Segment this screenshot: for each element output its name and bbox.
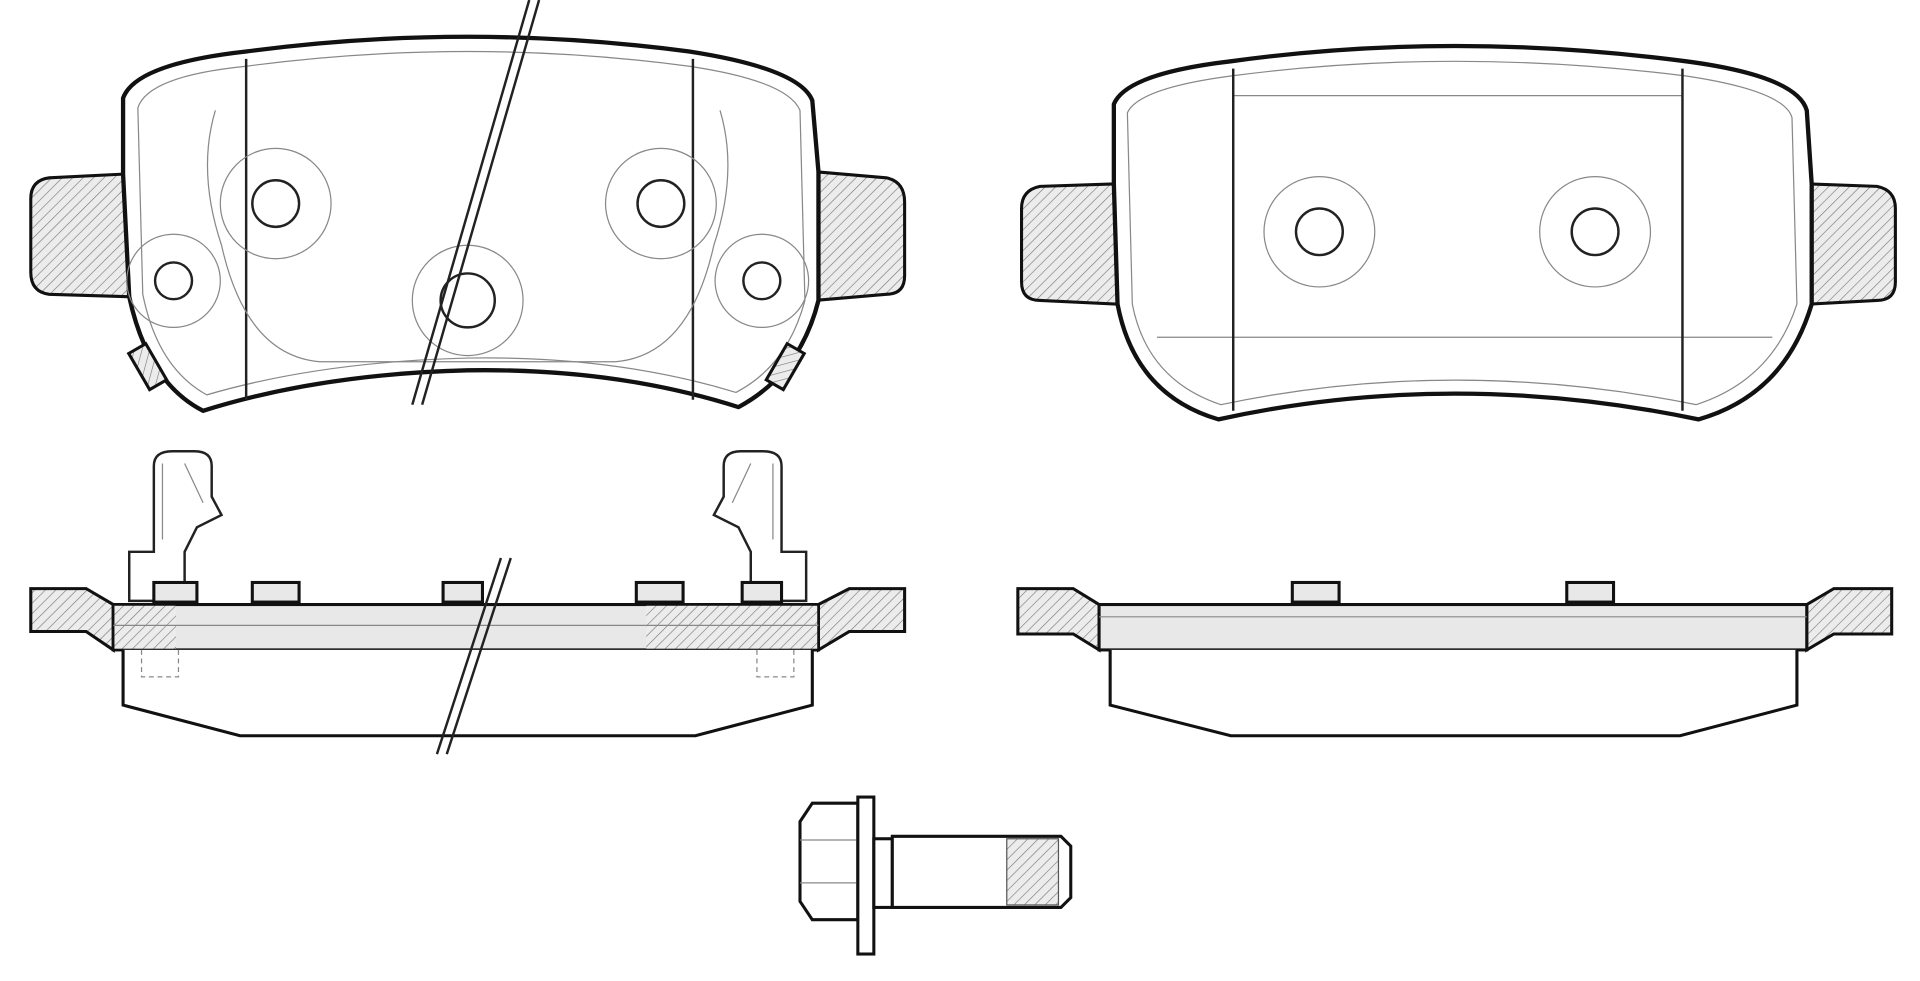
hole xyxy=(219,147,332,260)
bolt-shank xyxy=(872,837,894,909)
clip xyxy=(712,450,808,603)
tab xyxy=(250,580,301,604)
left-pad-ear-left xyxy=(29,172,131,299)
right-pad-ear-right xyxy=(1807,182,1897,306)
right-pad-outline xyxy=(1111,43,1814,422)
tab xyxy=(1565,580,1616,604)
left-pad-ear-right xyxy=(813,170,907,303)
bolt-head xyxy=(798,801,860,922)
tab xyxy=(634,580,685,604)
left-pad-side-view xyxy=(29,450,907,755)
wear-indicator-wire xyxy=(411,0,531,406)
bolt-thread xyxy=(1006,838,1060,906)
hole xyxy=(604,147,717,260)
tab xyxy=(740,580,784,604)
friction-material xyxy=(1108,649,1799,738)
right-pad-top-view xyxy=(1020,43,1897,422)
bolt-flange xyxy=(856,795,876,956)
hole xyxy=(1539,175,1652,288)
right-pad-ear-left xyxy=(1020,182,1120,306)
tab xyxy=(1290,580,1341,604)
clip xyxy=(128,450,224,603)
hole xyxy=(1263,175,1376,288)
tab xyxy=(152,580,199,604)
tab xyxy=(441,580,484,604)
bolt xyxy=(798,795,1073,956)
right-pad-side-view xyxy=(1016,580,1894,738)
left-pad-top-view xyxy=(29,0,907,413)
backplate xyxy=(1097,603,1809,652)
hole xyxy=(714,233,810,329)
hole xyxy=(126,233,221,329)
left-pad-outline xyxy=(120,34,821,413)
